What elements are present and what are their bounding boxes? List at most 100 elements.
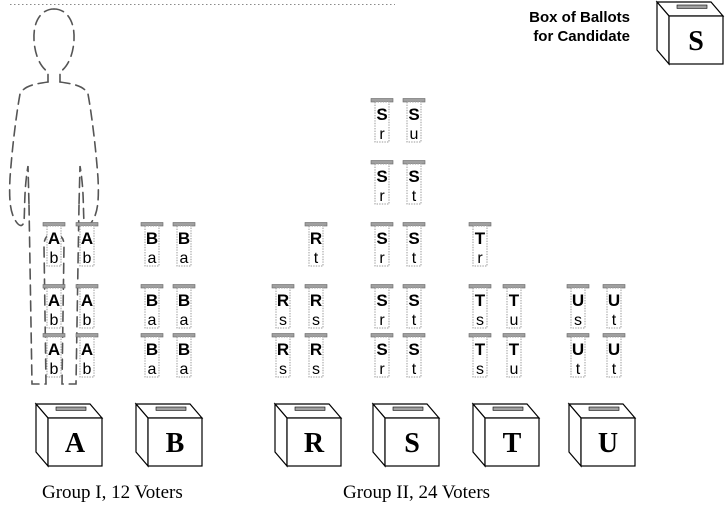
candidate-boxes: ABRSTU: [36, 404, 635, 466]
box-slot: [393, 407, 423, 410]
ballot-slot: [76, 334, 98, 338]
ballot-sr: Sr: [371, 161, 393, 206]
ballot-ab: Ab: [43, 285, 65, 330]
ballot-first-choice: B: [178, 291, 190, 310]
box-letter: R: [304, 428, 325, 459]
ballot-ba: Ba: [173, 223, 195, 268]
ballot-first-choice: S: [408, 291, 419, 310]
ballot-first-choice: S: [376, 340, 387, 359]
ballot-first-choice: T: [475, 229, 486, 248]
ballot-second-choice: s: [476, 361, 484, 378]
box-b: B: [136, 404, 202, 466]
ballot-ba: Ba: [141, 223, 163, 268]
ballot-ba: Ba: [173, 285, 195, 330]
ballot-second-choice: s: [279, 361, 287, 378]
ballot-slot: [567, 285, 589, 289]
ballot-slot: [603, 285, 625, 289]
ballot-slot: [272, 334, 294, 338]
ballot-second-choice: u: [510, 361, 519, 378]
ballot-st: St: [403, 161, 425, 206]
ballot-first-choice: A: [48, 340, 60, 359]
box-slot: [493, 407, 523, 410]
ballot-slot: [173, 334, 195, 338]
ballot-second-choice: s: [279, 312, 287, 329]
box-a: A: [36, 404, 102, 466]
ballot-second-choice: s: [574, 312, 582, 329]
ballot-slot: [371, 223, 393, 227]
ballot-first-choice: T: [475, 340, 486, 359]
ballot-first-choice: A: [81, 291, 93, 310]
ballot-first-choice: S: [408, 229, 419, 248]
ballot-second-choice: b: [50, 250, 59, 267]
figure-left-side: [10, 82, 48, 225]
ballot-first-choice: S: [408, 167, 419, 186]
ballot-second-choice: b: [83, 361, 92, 378]
box-r: R: [275, 404, 341, 466]
ballot-tr: Tr: [469, 223, 491, 268]
ballot-first-choice: R: [310, 340, 322, 359]
box-slot: [677, 5, 707, 8]
ballot-sr: Sr: [371, 99, 393, 144]
ballot-first-choice: T: [509, 340, 520, 359]
ballot-second-choice: s: [312, 361, 320, 378]
legend-line-2: for Candidate: [462, 27, 630, 46]
ballot-first-choice: A: [48, 229, 60, 248]
box-letter: B: [166, 428, 185, 459]
ballot-second-choice: r: [379, 361, 385, 378]
ballot-second-choice: a: [180, 361, 189, 378]
ballot-first-choice: T: [475, 291, 486, 310]
ballot-slot: [371, 99, 393, 103]
ballot-slot: [403, 334, 425, 338]
ballot-slot: [403, 99, 425, 103]
ballot-first-choice: A: [81, 229, 93, 248]
ballot-first-choice: S: [376, 167, 387, 186]
ballot-slot: [371, 161, 393, 165]
ballot-slot: [469, 334, 491, 338]
box-letter: S: [688, 26, 704, 57]
ballot-rt: Rt: [305, 223, 327, 268]
box-t: T: [473, 404, 539, 466]
ballot-first-choice: B: [146, 340, 158, 359]
ballot-ba: Ba: [173, 334, 195, 379]
ballot-slot: [173, 285, 195, 289]
ballot-slot: [371, 285, 393, 289]
ballot-ts: Ts: [469, 285, 491, 330]
ballot-second-choice: u: [510, 312, 519, 329]
ballot-second-choice: b: [83, 250, 92, 267]
ballot-slot: [305, 334, 327, 338]
ballot-first-choice: B: [146, 291, 158, 310]
ballot-second-choice: s: [476, 312, 484, 329]
ballot-first-choice: U: [608, 291, 620, 310]
ballot-ba: Ba: [141, 285, 163, 330]
ballot-slot: [469, 285, 491, 289]
ballot-su: Su: [403, 99, 425, 144]
ballot-second-choice: u: [410, 126, 419, 143]
box-slot: [156, 407, 186, 410]
ballot-rs: Rs: [305, 334, 327, 379]
ballot-slot: [603, 334, 625, 338]
ballot-first-choice: R: [310, 229, 322, 248]
legend-line-1: Box of Ballots: [462, 8, 630, 27]
ballot-second-choice: r: [379, 188, 385, 205]
ballot-second-choice: r: [379, 250, 385, 267]
ballot-first-choice: T: [509, 291, 520, 310]
ballot-ut: Ut: [567, 334, 589, 379]
box-slot: [56, 407, 86, 410]
ballot-sr: Sr: [371, 334, 393, 379]
ballot-first-choice: A: [48, 291, 60, 310]
legend-caption: Box of Ballots for Candidate: [462, 8, 630, 46]
ballot-second-choice: t: [412, 188, 417, 205]
ballot-slot: [141, 285, 163, 289]
ballot-ut: Ut: [603, 334, 625, 379]
ballot-second-choice: a: [180, 250, 189, 267]
ballot-first-choice: U: [608, 340, 620, 359]
figure-head-left: [34, 9, 54, 82]
box-letter: T: [503, 428, 522, 459]
ballot-us: Us: [567, 285, 589, 330]
ballot-slot: [76, 285, 98, 289]
ballot-slot: [76, 223, 98, 227]
ballot-slot: [141, 223, 163, 227]
ballot-ab: Ab: [76, 285, 98, 330]
